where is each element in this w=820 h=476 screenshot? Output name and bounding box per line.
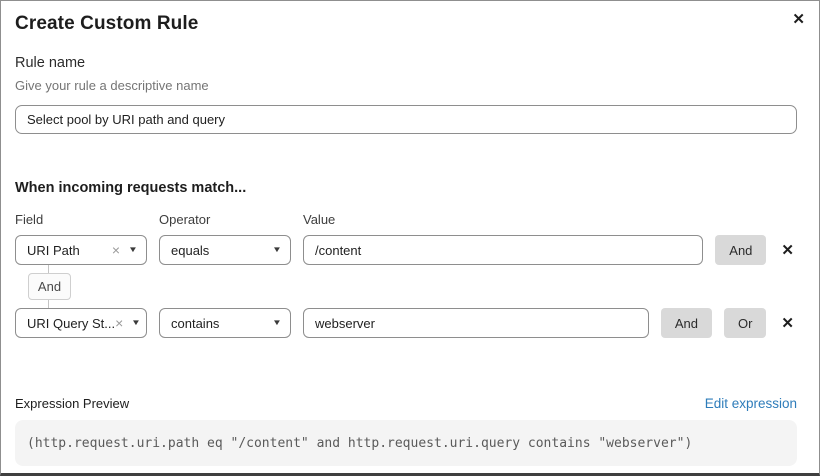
chevron-down-icon: ▼ [131,318,142,327]
condition-row-2: URI Query St... × ▼ contains ▼ And Or ✕ [15,308,797,338]
connector-line-bottom [48,300,49,308]
edit-expression-link[interactable]: Edit expression [704,396,797,411]
remove-row-icon-1[interactable]: ✕ [778,241,797,260]
add-and-condition-button-1[interactable]: And [715,235,767,265]
remove-row-icon-2[interactable]: ✕ [778,314,797,333]
page-title: Create Custom Rule [15,13,199,34]
condition-connector: And [28,265,797,308]
operator-column-label: Operator [159,212,211,227]
rule-name-helper: Give your rule a descriptive name [15,78,209,93]
operator-select-2-value: contains [171,315,220,331]
rule-name-input[interactable] [15,105,797,134]
value-column-label: Value [303,212,336,227]
condition-row-1: URI Path × ▼ equals ▼ And ✕ [15,235,797,265]
operator-select-1-value: equals [171,242,210,258]
field-column-label: Field [15,212,44,227]
value-input-1[interactable] [303,235,704,265]
rule-name-label: Rule name [15,55,86,71]
field-select-1-value: URI Path [27,242,80,258]
close-icon[interactable]: ✕ [788,8,809,31]
field-select-2[interactable]: URI Query St... × ▼ [15,308,147,338]
expression-code: (http.request.uri.path eq "/content" and… [15,420,797,466]
clear-icon[interactable]: × [111,242,121,258]
clear-icon[interactable]: × [115,315,124,331]
add-or-condition-button-2[interactable]: Or [723,308,767,338]
field-select-2-value: URI Query St... [27,315,116,331]
value-input-2[interactable] [303,308,649,338]
match-heading: When incoming requests match... [15,180,247,196]
expression-preview-label: Expression Preview [15,396,130,411]
chevron-down-icon: ▼ [128,245,138,254]
rule-name-section: Rule name Give your rule a descriptive n… [15,55,797,134]
chevron-down-icon: ▼ [272,318,282,327]
operator-select-1[interactable]: equals ▼ [159,235,291,265]
add-and-condition-button-2[interactable]: And [660,308,712,338]
and-connector-badge: And [28,273,71,300]
chevron-down-icon: ▼ [272,245,282,254]
expression-preview-header: Expression Preview Edit expression [15,396,797,411]
connector-line-top [48,265,49,273]
column-labels: Field Operator Value [15,212,797,227]
field-select-1[interactable]: URI Path × ▼ [15,235,147,265]
operator-select-2[interactable]: contains ▼ [159,308,291,338]
